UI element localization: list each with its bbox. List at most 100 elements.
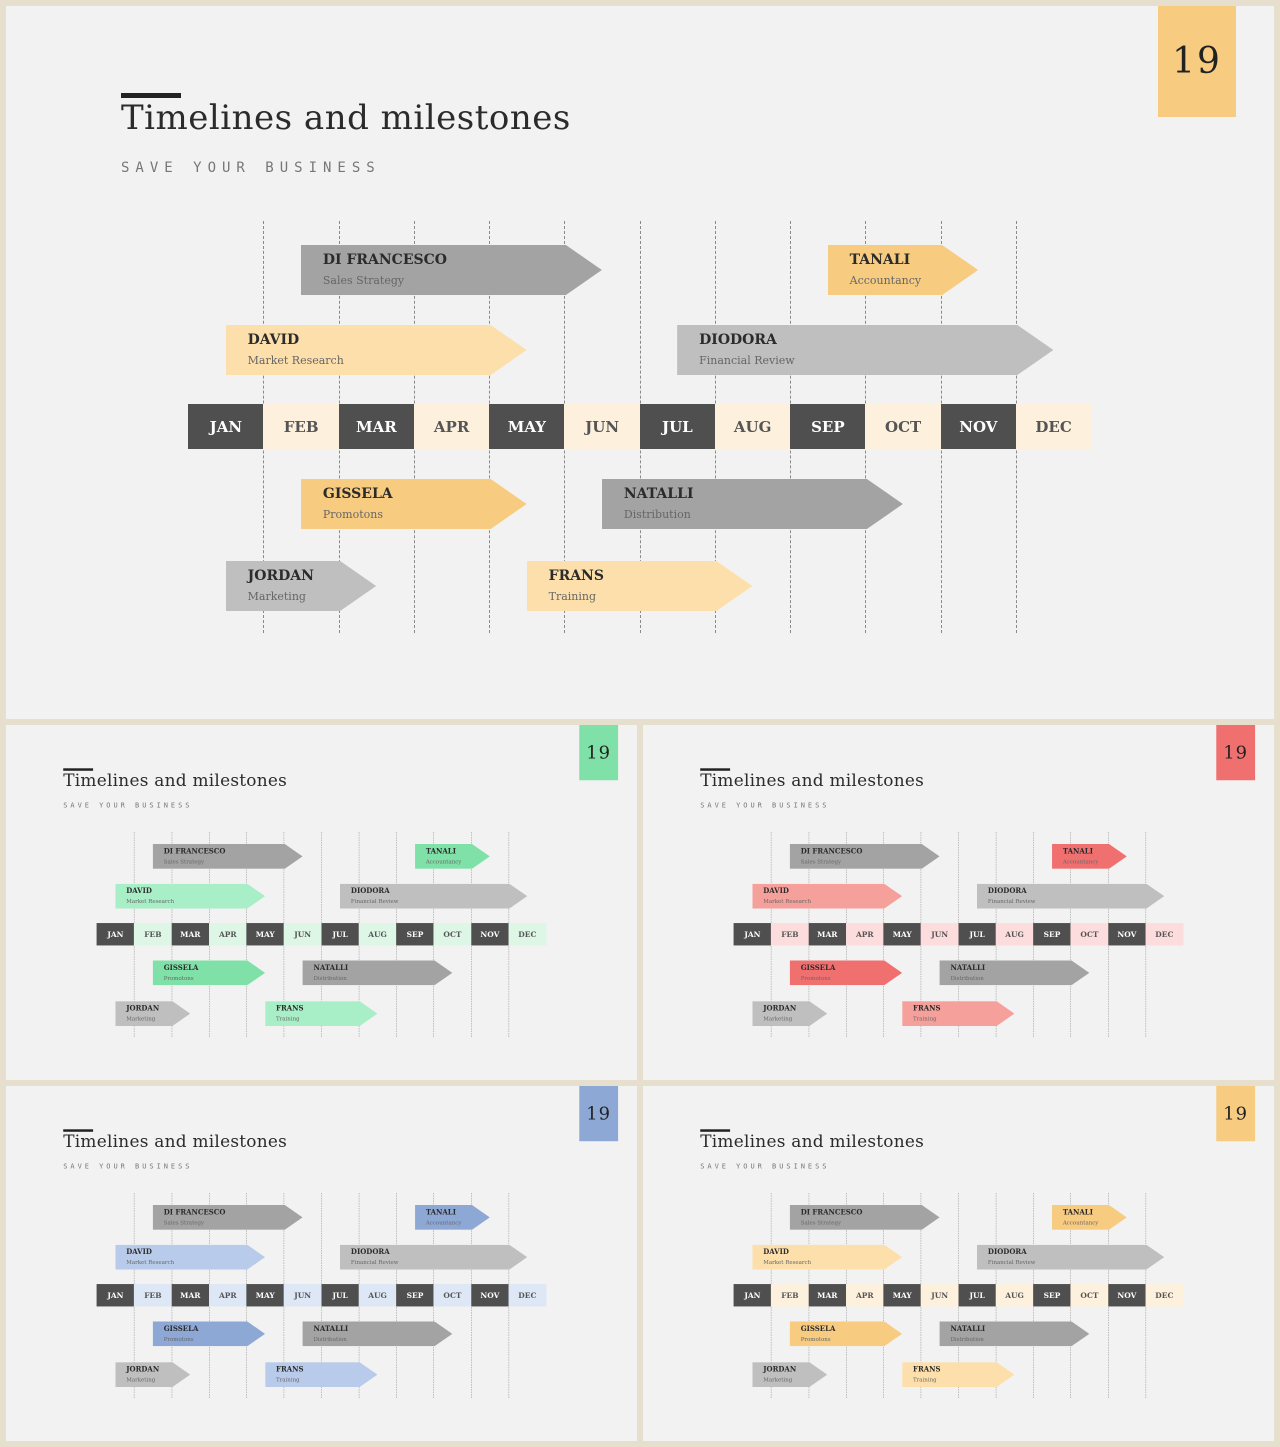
month-jul: JUL [958,1284,996,1307]
milestone-name: FRANS [913,1004,941,1013]
milestone-name: NATALLI [950,1324,986,1333]
month-aug: AUG [358,923,397,946]
page-title: Timelines and milestones [700,1131,925,1152]
milestone-role: Financial Review [987,898,1036,905]
milestone-name: DAVID [126,887,152,896]
milestone-role: Marketing [763,1376,793,1384]
month-dec: DEC [508,1284,547,1307]
milestone-role: Market Research [763,1259,812,1266]
milestone-role: Marketing [247,590,306,603]
milestone-role: Marketing [763,1015,793,1023]
milestone-name: DI FRANCESCO [322,252,447,268]
milestone-name: NATALLI [313,1324,349,1333]
milestone-name: NATALLI [623,486,694,502]
milestone-role: Training [276,1376,300,1384]
title-accent-bar [63,1129,94,1132]
month-mar: MAR [171,923,210,946]
month-apr: APR [845,1284,884,1307]
month-jan: JAN [733,923,772,946]
milestone-role: Training [913,1376,937,1384]
month-apr: APR [208,923,247,946]
milestone-role: Market Research [763,898,812,905]
month-feb: FEB [134,923,172,946]
month-jun: JUN [920,1284,959,1307]
milestone-name: NATALLI [950,963,986,972]
page-title: Timelines and milestones [63,770,288,791]
milestone-name: GISSELA [800,963,836,972]
milestone-role: Promotons [163,1335,194,1343]
month-dec: DEC [1145,1284,1184,1307]
month-jul: JUL [321,923,359,946]
milestone-difrancesco: DI FRANCESCO Sales Strategy [153,1205,303,1230]
month-jan: JAN [733,1284,772,1307]
title-accent-bar [121,93,181,98]
milestone-name: GISSELA [800,1324,836,1333]
milestone-role: Sales Strategy [800,858,842,865]
milestone-role: Training [913,1015,937,1023]
milestone-role: Financial Review [987,1259,1036,1266]
milestone-name: DIODORA [350,1248,390,1257]
month-nov: NOV [940,404,1017,449]
milestone-name: GISSELA [322,486,393,502]
month-apr: APR [845,923,884,946]
slide-number-badge: 19 [1216,725,1256,781]
milestone-role: Sales Strategy [800,1219,842,1226]
month-aug: AUG [995,923,1034,946]
milestone-difrancesco: DI FRANCESCO Sales Strategy [790,844,940,869]
month-nov: NOV [471,1284,509,1307]
month-jan: JAN [96,1284,135,1307]
page-subtitle: SAVE YOUR BUSINESS [700,801,830,810]
month-nov: NOV [1108,1284,1146,1307]
milestone-name: JORDAN [126,1004,160,1013]
month-nov: NOV [1108,923,1146,946]
milestone-role: Accountancy [1062,858,1099,865]
month-oct: OCT [1070,1284,1109,1307]
milestone-name: TANALI [425,847,456,856]
milestone-david: DAVID Market Research [752,884,902,909]
page-subtitle: SAVE YOUR BUSINESS [121,160,381,176]
milestone-name: DAVID [763,887,789,896]
milestone-name: FRANS [913,1365,941,1374]
milestone-role: Sales Strategy [163,1219,205,1226]
milestone-name: DIODORA [350,887,390,896]
month-jun: JUN [283,1284,322,1307]
month-apr: APR [413,404,490,449]
milestone-role: Market Research [126,1259,175,1266]
milestone-name: DI FRANCESCO [163,1208,226,1217]
month-jan: JAN [96,923,135,946]
page-title: Timelines and milestones [700,770,925,791]
milestone-role: Promotons [800,1335,831,1343]
milestone-name: DAVID [126,1248,152,1257]
milestone-role: Training [548,590,597,603]
milestone-name: DI FRANCESCO [800,847,863,856]
milestone-role: Financial Review [350,1259,399,1266]
month-jul: JUL [321,1284,359,1307]
month-feb: FEB [134,1284,172,1307]
milestone-name: FRANS [276,1365,304,1374]
milestone-name: TANALI [425,1208,456,1217]
month-dec: DEC [1145,923,1184,946]
month-sep: SEP [1033,1284,1071,1307]
page-subtitle: SAVE YOUR BUSINESS [63,801,193,810]
